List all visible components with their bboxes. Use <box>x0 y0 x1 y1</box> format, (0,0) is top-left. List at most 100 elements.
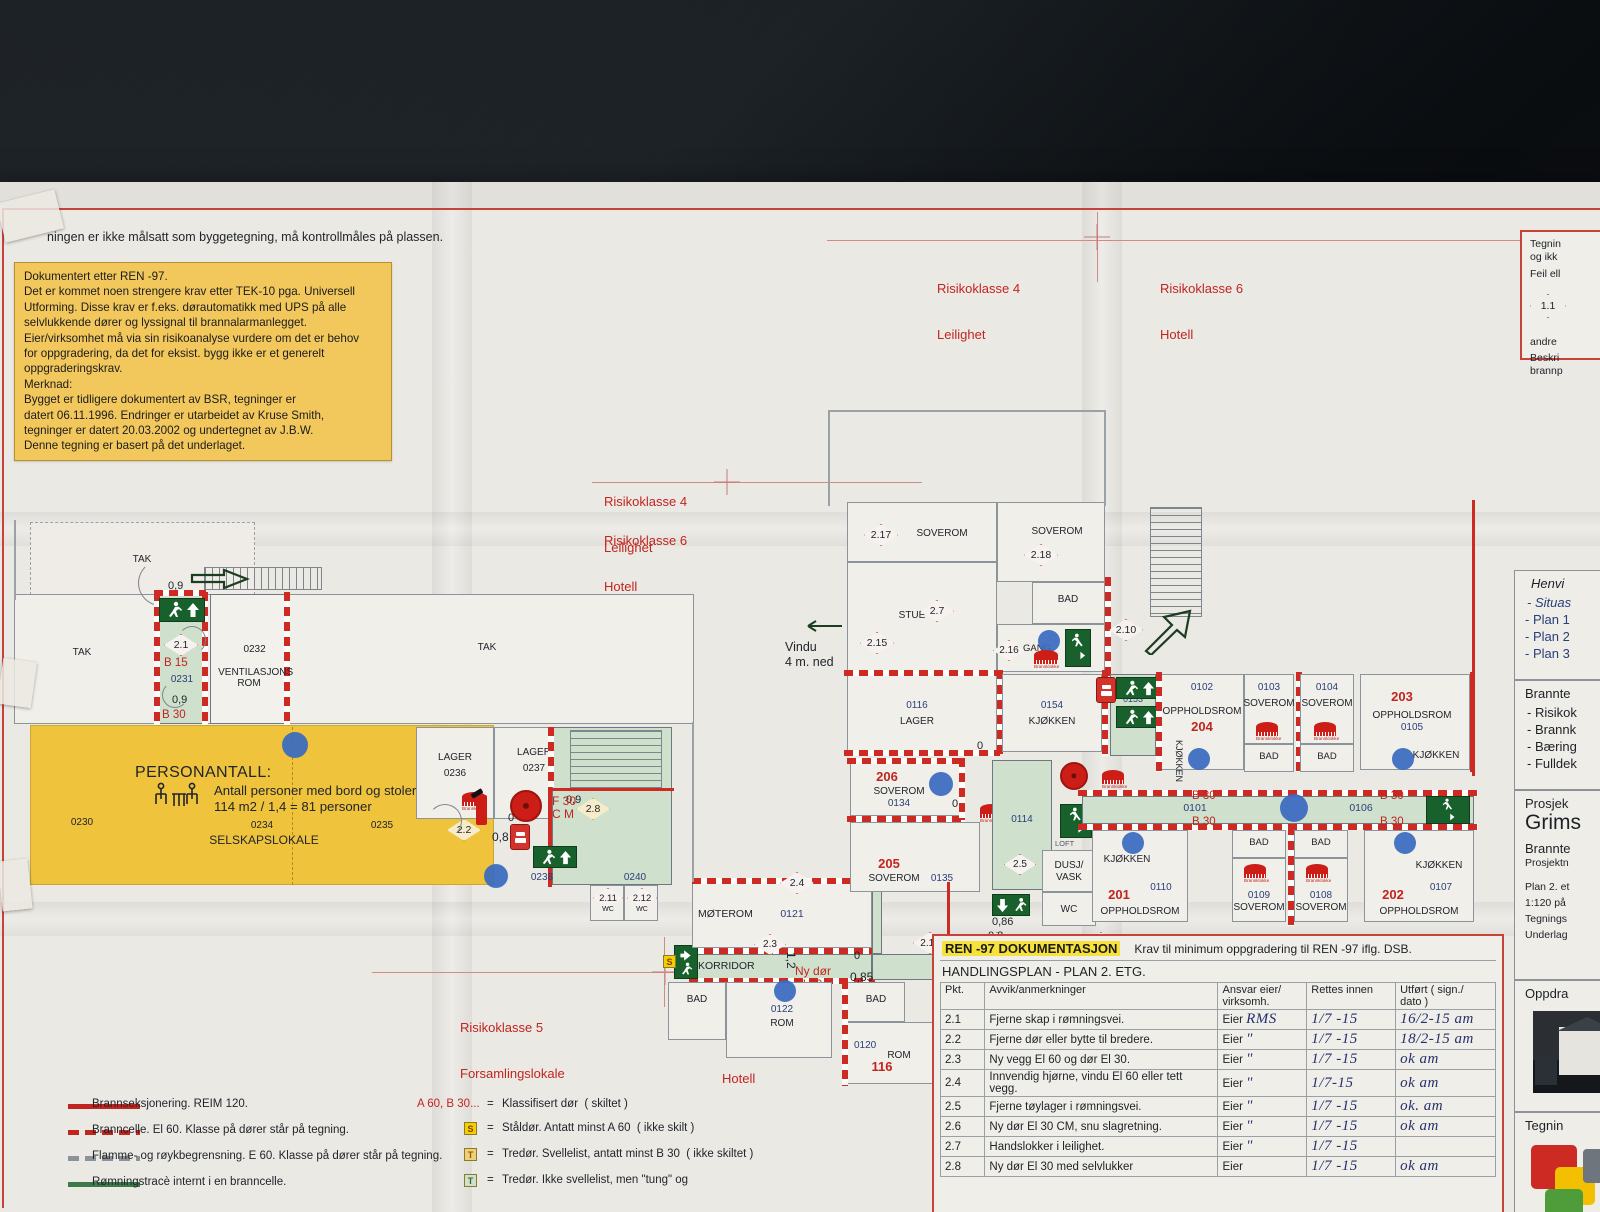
room-soverom-218 <box>997 502 1105 582</box>
cell-pkt: 2.6 <box>939 1116 986 1137</box>
door-width: 0,8 <box>492 830 509 844</box>
room-dusj-vask <box>1042 850 1096 892</box>
room-name-kjokken: KJØKKEN <box>1412 750 1460 761</box>
door-width: 0 <box>854 950 861 962</box>
deviation-marker-2-4[interactable]: 2.4 <box>780 872 814 894</box>
risk-line: Hotell <box>722 1070 756 1086</box>
room-0135 <box>850 822 980 892</box>
deviation-marker-2-17[interactable]: 2.17 <box>864 524 898 546</box>
room-name: SOVEROM <box>873 786 925 797</box>
legend-text-0: Brannseksjonering. REIM 120. <box>92 1098 248 1110</box>
room-name: BAD <box>1259 751 1279 762</box>
room-name: OPPHOLDSROM <box>1372 710 1452 721</box>
room-name: WC <box>1060 904 1078 915</box>
col-pkt: Pkt. <box>939 982 986 1010</box>
room-number-202: 202 <box>1382 887 1404 902</box>
room-name: WC <box>602 906 614 913</box>
note-line: tegninger er datert 20.03.2002 og undert… <box>24 424 314 438</box>
note-line: Merknad: <box>24 377 73 391</box>
ren97-subtitle: HANDLINGSPLAN - PLAN 2. ETG. <box>942 964 1146 979</box>
exit-sign-up-5 <box>1116 706 1160 728</box>
fire-extinguisher-icon <box>476 795 487 825</box>
rp-line: 1:120 på <box>1525 897 1566 909</box>
cell-avvik: Fjerne tøylager i rømningsvei. <box>984 1096 1219 1117</box>
door-width-12: 1,2 <box>784 952 799 969</box>
door-class-b30: B 30 <box>162 709 186 721</box>
right-panel-oppdrag: Oppdra <box>1514 980 1600 1112</box>
room-bad-0104 <box>1300 744 1354 772</box>
rp-oppdrag-label: Oppdra <box>1525 986 1569 1001</box>
risk-line: Risikoklasse 4 <box>937 280 1021 296</box>
room-name: BAD <box>686 994 708 1005</box>
legend-symbol-wood-door-1: T <box>464 1148 477 1161</box>
room-number: 0104 <box>1315 682 1339 693</box>
room-name: MØTEROM <box>698 908 753 920</box>
room-name: BAD <box>1057 594 1079 605</box>
personantall-line1: Antall personer med bord og stoler <box>214 783 417 798</box>
room-name: VENTILASJONS ROM <box>218 666 294 690</box>
rp-project-name: Grims <box>1525 811 1581 834</box>
personantall-line2: 114 m2 / 1,4 = 81 personer <box>214 799 372 814</box>
exit-sign-right <box>1065 629 1091 667</box>
room-name: SOVEROM <box>916 528 968 539</box>
cell-ansvar: Eier " <box>1217 1049 1308 1070</box>
door-class-b30: B 30 <box>1380 790 1404 802</box>
legend-eq-3: = <box>487 1174 494 1186</box>
deviation-marker-2-5[interactable]: 2.5 <box>1004 854 1036 875</box>
cell-pkt: 2.4 <box>939 1069 986 1097</box>
cell-rettes: 1/7 -15 <box>1306 1116 1397 1137</box>
cell-utfort: ok. am <box>1395 1096 1496 1117</box>
cell-utfort <box>1395 1136 1496 1157</box>
room-name: KJØKKEN <box>1028 716 1076 727</box>
cell-avvik: Ny dør El 30 med selvlukker <box>984 1156 1219 1177</box>
cell-ansvar: Eier RMS <box>1217 1009 1308 1030</box>
stair-hatch-right <box>1150 507 1202 617</box>
room-number-0235: 0235 <box>370 820 394 831</box>
rp-line: andre <box>1530 336 1557 349</box>
deviation-marker-2-12[interactable]: 2.12 <box>627 888 657 908</box>
room-number: 0237 <box>522 763 546 774</box>
note-line: Utforming. Disse krav er f.eks. dørautom… <box>24 300 347 314</box>
deviation-marker-2-18[interactable]: 2.18 <box>1024 544 1058 566</box>
deviation-marker-2-11[interactable]: 2.11 <box>593 888 623 908</box>
rp-item: - Brannk <box>1527 722 1577 737</box>
deviation-marker-2-10[interactable]: 2.10 <box>1109 619 1143 641</box>
top-note: ningen er ikke målsatt som byggetegning,… <box>47 230 444 244</box>
rp-line: Prosjektn <box>1525 857 1569 869</box>
room-number: 0108 <box>1309 890 1333 901</box>
risk-label-rk6-left: Risikoklasse 6 Hotell <box>604 502 687 625</box>
smoke-detector-icon <box>1122 832 1144 854</box>
note-line: Dokumentert etter REN -97. <box>24 270 168 283</box>
rp-line: Tegnings <box>1525 913 1568 925</box>
deviation-marker-2-3[interactable]: 2.3 <box>754 934 786 955</box>
smoke-detector-icon <box>282 732 308 758</box>
deviation-marker-2-7[interactable]: 2.7 <box>920 600 954 622</box>
rp-line: Feil ell <box>1530 267 1561 280</box>
table-row: 2.2 Fjerne dør eller bytte til bredere. … <box>939 1029 1496 1050</box>
deviation-marker-2-15[interactable]: 2.15 <box>860 632 894 654</box>
cell-utfort: 16/2-15 am <box>1395 1009 1496 1030</box>
smoke-detector-icon <box>1188 748 1210 770</box>
sheet-border <box>2 208 4 1208</box>
symbol-badge-1-1: 1.1 <box>1530 294 1566 318</box>
right-panel-brannteknisk: Brannte - Risikok - Brannk - Bæring - Fu… <box>1514 680 1600 790</box>
room-tak2 <box>14 594 694 724</box>
note-line: for oppgradering, da det for eksist. byg… <box>24 347 325 361</box>
room-name: ROM <box>770 1018 794 1029</box>
tape-corner <box>0 858 33 912</box>
door-width-085: 0,85 <box>850 970 874 984</box>
room-number-0234: 0234 <box>250 820 274 831</box>
door-width: 0 <box>508 812 515 824</box>
ren97-badge: REN -97 DOKUMENTASJON <box>942 941 1121 956</box>
building-photo <box>1533 1011 1600 1093</box>
deviation-marker-2-16[interactable]: 2.16 <box>993 640 1025 661</box>
deviation-marker-2-8[interactable]: 2.8 <box>576 798 610 820</box>
room-name: SOVEROM <box>1301 698 1353 709</box>
legend-text-1: Branncelle. El 60. Klasse på dører står … <box>92 1124 349 1136</box>
table-row: 2.1 Fjerne skap i rømningsvei. Eier RMS … <box>939 1009 1496 1030</box>
cell-pkt: 2.7 <box>939 1136 986 1157</box>
ren97-table: Pkt. Avvik/anmerkninger Ansvar eier/ vir… <box>939 982 1496 1177</box>
floorplan-sheet: ningen er ikke målsatt som byggetegning,… <box>0 182 1600 1212</box>
legend-symbol-steel-door: S <box>464 1122 477 1135</box>
room-name: OPPHOLDSROM <box>1162 706 1242 717</box>
